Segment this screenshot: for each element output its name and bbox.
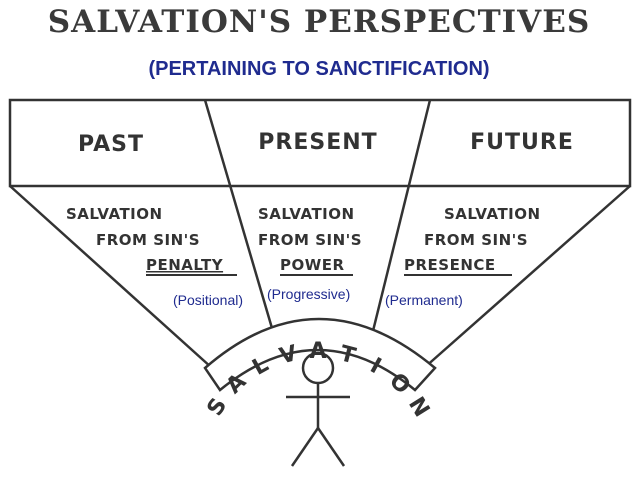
header-past: PAST [78, 132, 144, 157]
divider-present-future [370, 99, 432, 336]
arc-letter: T [337, 341, 358, 369]
arc-letter: S [203, 394, 233, 421]
arc-letter: V [277, 341, 300, 369]
header-present: PRESENT [258, 130, 377, 155]
funnel-right-edge [423, 185, 631, 369]
diagram-subtitle: (PERTAINING TO SANCTIFICATION) [148, 58, 490, 80]
arc-letter: N [403, 393, 434, 422]
future-line3: PRESENCE [404, 256, 496, 274]
salvation-arc-band [203, 317, 437, 392]
note-progressive: (Progressive) [267, 286, 350, 302]
present-line3: POWER [280, 256, 345, 274]
past-line1: SALVATION [66, 205, 163, 223]
header-future: FUTURE [470, 130, 574, 155]
divider-past-present [203, 99, 276, 336]
past-line3: PENALTY [146, 256, 224, 274]
past-line2: FROM SIN'S [96, 231, 200, 249]
stick-figure-icon [286, 351, 350, 467]
arc-letter: A [309, 339, 326, 364]
future-line2: FROM SIN'S [424, 231, 528, 249]
header-box [8, 98, 632, 188]
diagram-title: SALVATION'S PERSPECTIVES [47, 4, 591, 40]
funnel-left-edge [9, 185, 213, 369]
note-permanent: (Permanent) [385, 292, 463, 308]
present-line1: SALVATION [258, 205, 355, 223]
future-line1: SALVATION [444, 205, 541, 223]
present-line2: FROM SIN'S [258, 231, 362, 249]
note-positional: (Positional) [173, 292, 243, 308]
